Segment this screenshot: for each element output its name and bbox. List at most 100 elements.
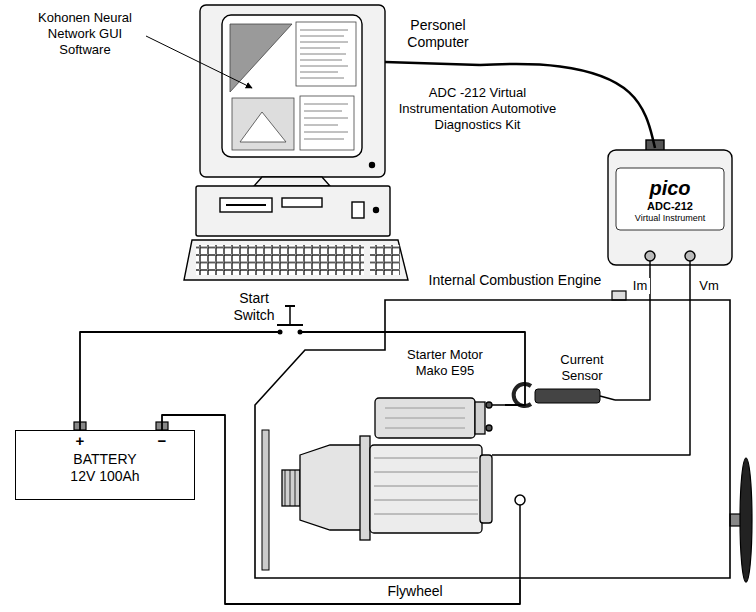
current-clamp	[514, 384, 531, 406]
starter-motor-picture	[374, 458, 478, 514]
current-clamp	[535, 389, 600, 403]
diagnostics-kit-picture	[685, 251, 695, 261]
engine-cap	[612, 291, 626, 300]
starter-motor-picture	[475, 402, 485, 434]
positive-cable	[80, 332, 525, 430]
computer-picture	[232, 98, 294, 150]
node-heading: Internal Combustion Engine	[405, 272, 625, 289]
voltage-probe-lead	[505, 268, 690, 455]
computer-picture	[296, 22, 356, 86]
node-label: BATTERY 12V 100Ah	[63, 451, 148, 485]
flywheel-ring	[262, 430, 269, 570]
engine-outline-shape	[255, 300, 730, 578]
flywheel-picture	[740, 458, 752, 582]
device-label: ADC -212 Virtual Instrumentation Automot…	[390, 85, 565, 133]
battery-box: BATTERY 12V 100Ah	[15, 430, 195, 500]
computer-picture	[226, 204, 266, 206]
computer-picture	[300, 96, 354, 150]
computer-picture	[184, 240, 408, 280]
current-sensor: Current Sensor	[515, 350, 615, 425]
diagnostics-kit-picture	[645, 251, 655, 261]
computer-picture	[304, 104, 348, 139]
label-holder: +	[74, 432, 86, 450]
computer-picture	[370, 163, 375, 168]
current-clamp	[600, 396, 615, 400]
diagnostics-kit-picture	[650, 261, 690, 268]
start-switch-symbol	[278, 330, 283, 335]
current-clamp	[514, 384, 615, 406]
start-switch-symbol	[289, 306, 291, 325]
leader-arrow	[146, 36, 252, 88]
computer-picture	[254, 177, 330, 186]
ground-bolt	[519, 505, 521, 580]
ground-cable	[162, 415, 520, 604]
computer-picture	[300, 30, 348, 78]
starter-motor-picture	[300, 445, 365, 530]
software-callout: Kohonen Neural Network GUI Software	[26, 10, 144, 58]
starter-motor: Starter Motor Mako E95	[268, 345, 505, 565]
edge-label-holder: Im	[630, 278, 650, 294]
ground-bolt	[515, 495, 525, 505]
label-holder: Flywheel	[380, 583, 450, 600]
switch-label: Start Switch	[228, 290, 280, 324]
label-holder: Start Switch	[228, 290, 280, 324]
ground-bolt	[515, 495, 525, 580]
starter-motor-picture	[370, 445, 482, 533]
diagnostics-kit-picture	[608, 150, 732, 265]
computer-picture	[385, 62, 480, 65]
flywheel-picture	[730, 458, 752, 582]
device-marking: ADC-212	[609, 200, 731, 213]
label-holder: −	[156, 432, 168, 450]
terminal-sign: −	[156, 432, 168, 450]
starter-motor-picture	[480, 455, 492, 523]
computer-picture	[200, 5, 385, 177]
computer-picture	[196, 245, 364, 275]
signal-name: Vm	[697, 278, 721, 294]
device-marking: Virtual Instrument	[609, 213, 731, 224]
node-label: Personel Computer	[400, 17, 476, 51]
diagnostics-kit: picoADC-212Virtual Instrument	[605, 148, 735, 268]
starter-motor-picture	[285, 470, 295, 506]
starter-motor-picture	[282, 470, 300, 506]
current-probe-lead	[615, 268, 650, 400]
computer-picture	[374, 208, 379, 213]
engine-outline-shape	[255, 272, 732, 580]
computer-node: Personel Computer	[180, 5, 480, 285]
engine-cap	[612, 291, 626, 300]
terminal-sign: +	[74, 432, 86, 450]
node-label: Starter Motor Mako E95	[395, 347, 495, 379]
starter-motor-picture	[486, 425, 492, 431]
computer-picture	[220, 198, 272, 212]
diagnostics-kit-picture	[608, 140, 732, 268]
computer-picture	[370, 245, 400, 275]
computer-picture	[240, 112, 286, 142]
start-switch-symbol	[285, 305, 295, 307]
computer-picture	[222, 15, 362, 157]
start-switch-symbol	[298, 330, 303, 335]
starter-motor-picture	[360, 436, 370, 540]
starter-motor-picture	[492, 405, 505, 455]
label-holder: ADC -212 Virtual Instrumentation Automot…	[390, 85, 565, 133]
edge-label-holder: Vm	[697, 278, 721, 294]
battery-terminals	[74, 422, 168, 430]
starter-motor-picture	[282, 398, 505, 540]
computer-picture	[282, 198, 322, 207]
starter-motor-picture	[375, 398, 475, 438]
engine-outline: Internal Combustion EngineCurrent Sensor…	[255, 272, 732, 580]
computer-picture	[196, 186, 390, 236]
computer-picture	[352, 202, 364, 218]
starter-motor-picture	[486, 402, 492, 408]
signal-name: Im	[630, 278, 650, 294]
leader-arrow	[146, 36, 252, 88]
device-marking: pico	[609, 176, 731, 200]
flywheel-ring	[262, 430, 269, 570]
start-switch-symbol	[277, 306, 303, 337]
starter-motor-picture	[385, 408, 465, 428]
node-label: Current Sensor	[553, 352, 611, 384]
